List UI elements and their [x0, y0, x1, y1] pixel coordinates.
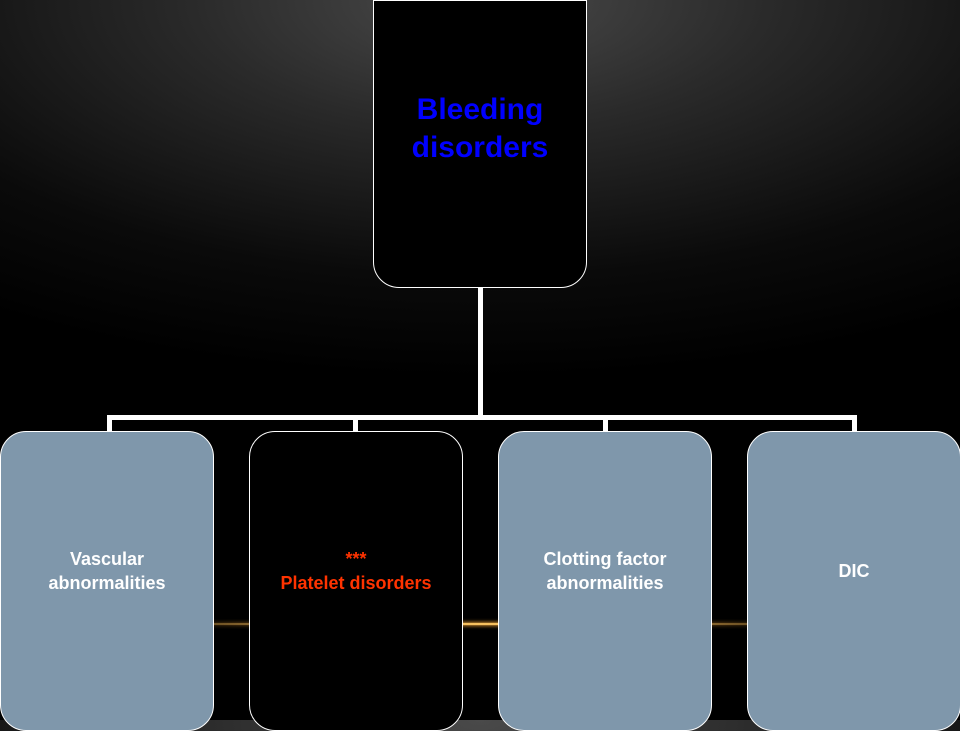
child-node-label: Clotting factor abnormalities — [543, 549, 667, 593]
child-node-platelet-disorders: *** Platelet disorders — [249, 431, 463, 731]
root-node-label: Bleeding disorders — [411, 93, 549, 164]
connector-drop-2 — [353, 415, 358, 432]
connector-drop-4 — [852, 415, 857, 432]
root-node-bleeding-disorders: Bleeding disorders — [373, 0, 587, 288]
child-node-label: *** Platelet disorders — [280, 549, 432, 593]
glow-accent-line — [80, 623, 880, 625]
child-node-label: Vascular abnormalities — [48, 549, 166, 593]
child-node-vascular-abnormalities: Vascular abnormalities — [0, 431, 214, 731]
connector-horizontal-bar — [107, 415, 857, 420]
child-node-clotting-factor-abnormalities: Clotting factor abnormalities — [498, 431, 712, 731]
connector-root-stem — [478, 288, 483, 418]
connector-drop-1 — [107, 415, 112, 432]
child-node-label: DIC — [838, 561, 870, 581]
connector-drop-3 — [603, 415, 608, 432]
child-node-dic: DIC — [747, 431, 960, 731]
